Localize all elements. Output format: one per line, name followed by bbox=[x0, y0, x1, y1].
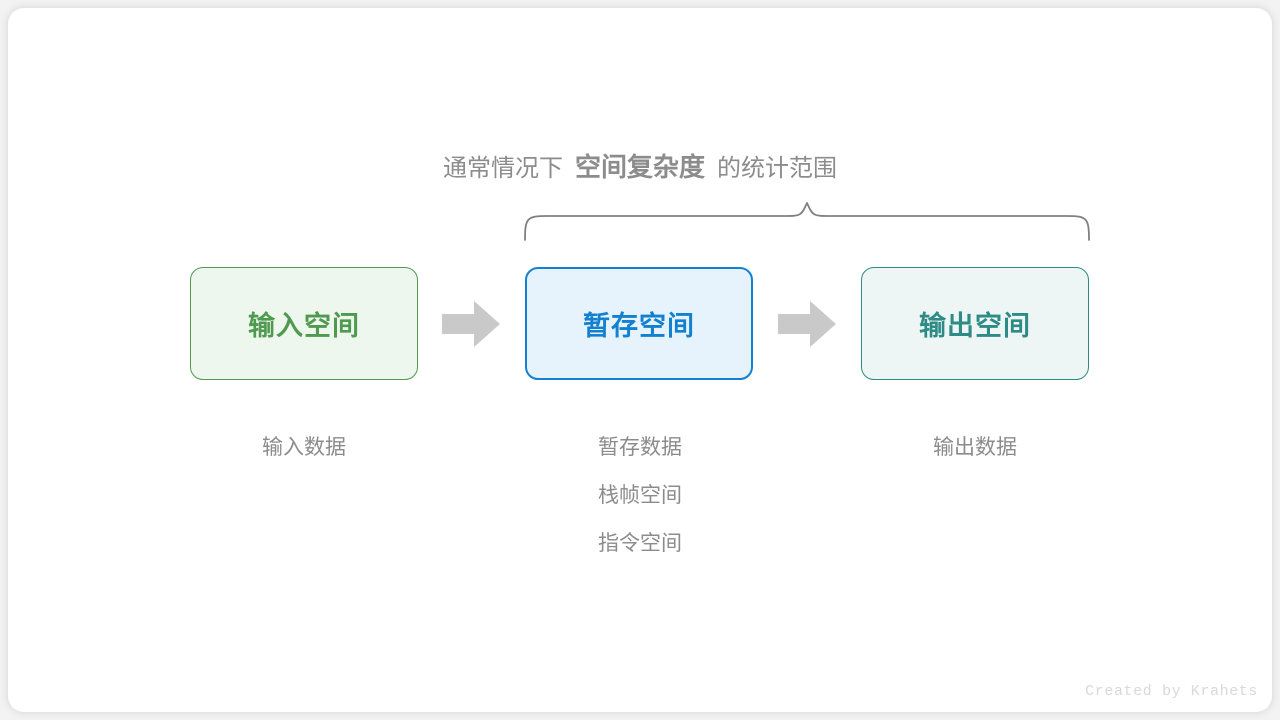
heading-prefix: 通常情况下 bbox=[442, 155, 563, 182]
box-output-space-label: 输出空间 bbox=[919, 311, 1031, 341]
caption-temp-line-3: 指令空间 bbox=[598, 532, 682, 555]
caption-column-output: 输出数据 bbox=[825, 424, 1125, 472]
box-temp-space-label: 暂存空间 bbox=[583, 311, 695, 341]
arrow-right-icon-input-to-temp bbox=[442, 301, 500, 347]
caption-input-line-1: 输入数据 bbox=[262, 436, 346, 459]
box-temp-space[interactable]: 暂存空间 bbox=[525, 267, 753, 380]
box-input-space-label: 输入空间 bbox=[248, 311, 360, 341]
caption-column-temp: 暂存数据 栈帧空间 指令空间 bbox=[490, 424, 790, 568]
arrow-right-icon-temp-to-output bbox=[778, 301, 836, 347]
caption-temp-line-1: 暂存数据 bbox=[598, 436, 682, 459]
box-output-space[interactable]: 输出空间 bbox=[861, 267, 1089, 380]
watermark-credit: Created by Krahets bbox=[1085, 683, 1258, 700]
heading-emphasis-space-complexity: 空间复杂度 bbox=[574, 152, 705, 182]
heading-statistical-scope: 通常情况下空间复杂度的统计范围 bbox=[0, 149, 1280, 187]
caption-output-line-1: 输出数据 bbox=[933, 436, 1017, 459]
box-input-space[interactable]: 输入空间 bbox=[190, 267, 418, 380]
heading-suffix: 的统计范围 bbox=[717, 155, 837, 182]
caption-column-input: 输入数据 bbox=[154, 424, 454, 472]
curly-brace-icon bbox=[524, 202, 1090, 241]
caption-temp-line-2: 栈帧空间 bbox=[598, 484, 682, 507]
